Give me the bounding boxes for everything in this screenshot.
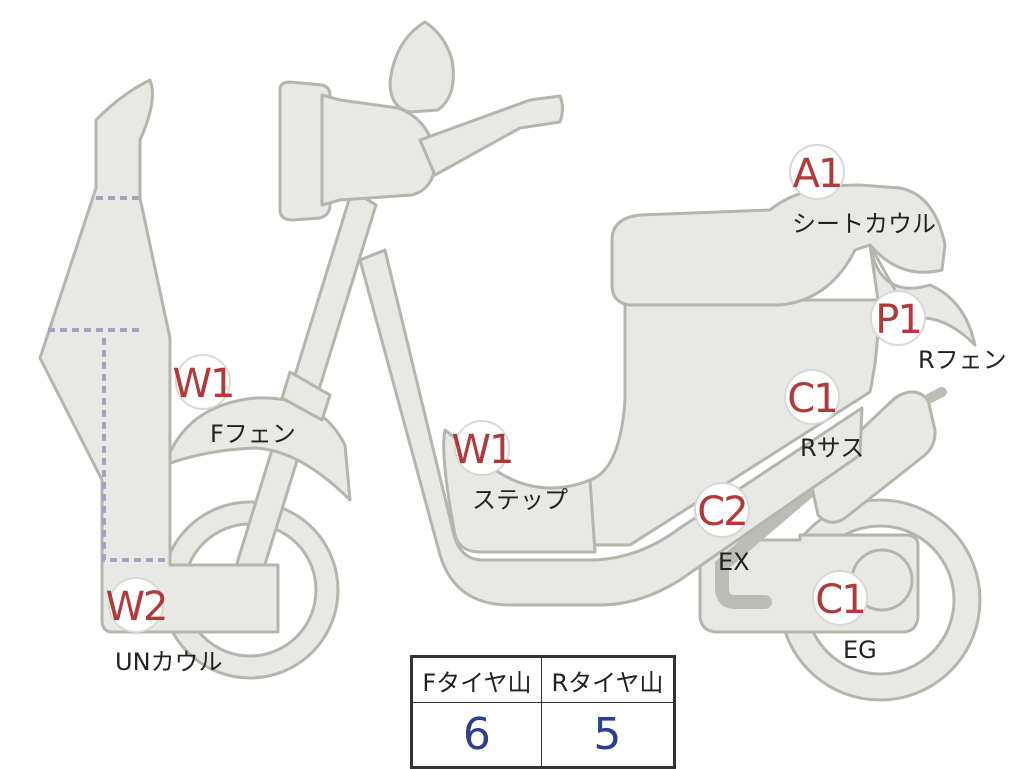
marker-label: EX xyxy=(718,548,750,576)
marker-code: C2 xyxy=(697,489,746,535)
front-tire-header: Fタイヤ山 xyxy=(412,657,542,703)
marker-label: UNカウル xyxy=(115,648,223,676)
marker-label: Rサス xyxy=(800,434,864,462)
marker-circle xyxy=(789,144,845,200)
marker-circle xyxy=(694,482,750,538)
marker-circle xyxy=(108,577,164,633)
rear-tire-header: Rタイヤ山 xyxy=(540,657,675,703)
marker-circle xyxy=(175,354,231,410)
marker-code: A1 xyxy=(793,151,842,197)
suspension-rod xyxy=(925,387,947,403)
tire-tread-table: Fタイヤ山 Rタイヤ山 6 5 xyxy=(410,655,676,769)
marker-circle xyxy=(784,369,840,425)
marker-code: W2 xyxy=(106,584,167,630)
marker-label: Fフェン xyxy=(210,420,296,448)
cowl-seam-vertical xyxy=(102,338,168,562)
handlebar xyxy=(418,94,564,177)
marker-w1-step: W1 ステップ xyxy=(452,420,568,514)
headlight-housing xyxy=(278,80,332,222)
exhaust-pipe xyxy=(715,483,817,609)
marker-label: ステップ xyxy=(472,486,568,514)
front-fender xyxy=(163,396,352,502)
mirror xyxy=(388,20,455,114)
rear-suspension xyxy=(808,390,937,524)
marker-circle xyxy=(812,570,868,626)
marker-code: C1 xyxy=(815,577,864,623)
front-cowl xyxy=(38,78,280,634)
front-tire-value: 6 xyxy=(412,702,542,767)
marker-code: W1 xyxy=(173,361,234,407)
marker-code: C1 xyxy=(787,376,836,422)
marker-label: Rフェン xyxy=(918,346,1007,374)
seat-seam xyxy=(868,244,897,291)
seat xyxy=(610,183,947,307)
marker-label: EG xyxy=(843,636,877,664)
marker-label: シートカウル xyxy=(792,210,936,238)
fork-collar xyxy=(280,370,332,422)
marker-circle xyxy=(454,420,510,476)
marker-a1-seat-cowl: A1 シートカウル xyxy=(789,144,936,238)
marker-code: P1 xyxy=(875,297,921,343)
rear-tire-value: 5 xyxy=(540,702,675,767)
marker-code: W1 xyxy=(452,427,513,473)
marker-circle xyxy=(870,290,926,346)
